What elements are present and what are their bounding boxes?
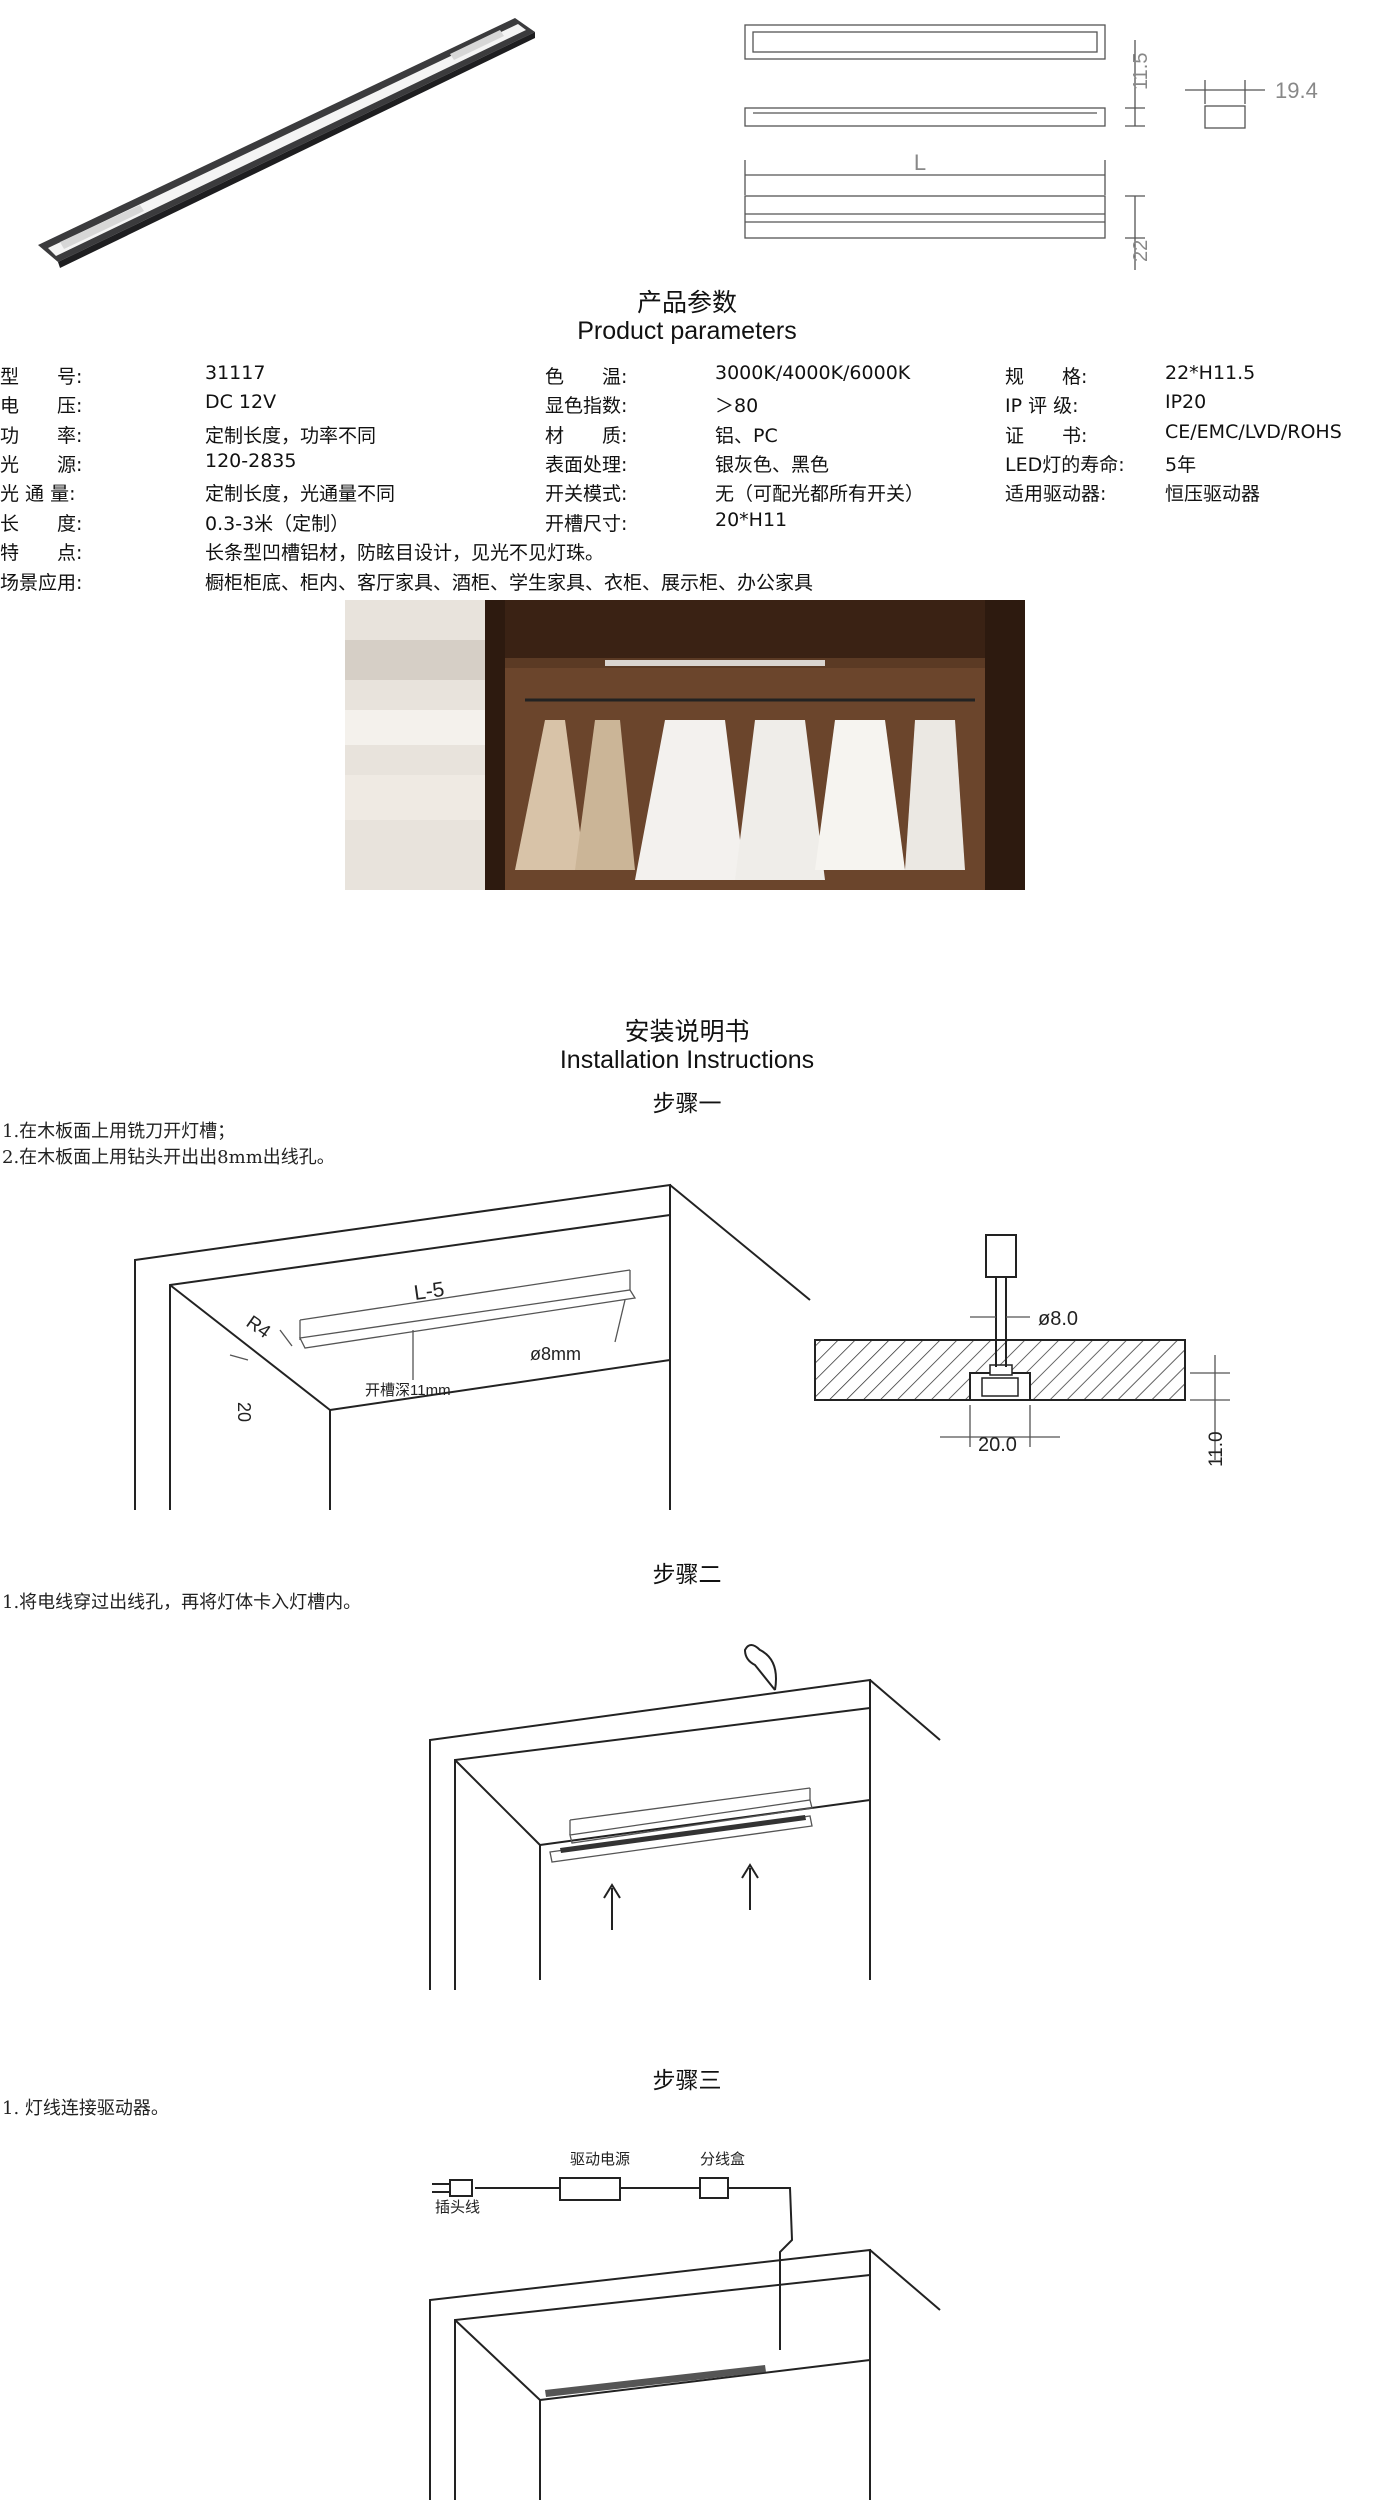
label-depth: 开槽深11mm <box>365 1382 451 1399</box>
param-row: IP 评 级: IP20 <box>1005 391 1374 417</box>
step2-cabinet-drawing <box>429 1644 941 1990</box>
param-row: 显色指数: ＞80 <box>545 391 1035 417</box>
step3-wiring-drawing: 驱动电源 分线盒 插头线 <box>429 2151 941 2500</box>
param-row: 功 率: 定制长度，功率不同 <box>0 421 525 447</box>
label-slot-h: 11.0 <box>1206 1431 1227 1467</box>
param-label: 长 度: <box>0 512 83 535</box>
label-r4: R4 <box>242 1312 274 1343</box>
section-title-cn: 产品参数 <box>636 288 737 317</box>
label-driver: 驱动电源 <box>570 2151 630 2168</box>
param-row: 开关模式: 无（可配光都所有开关） <box>545 479 1035 505</box>
param-label: 表面处理: <box>545 453 628 476</box>
param-value: DC 12V <box>205 391 277 414</box>
param-value: 5年 <box>1165 453 1197 476</box>
applications-row: 场景应用: 橱柜柜底、柜内、客厅家具、酒柜、学生家具、衣柜、展示柜、办公家具 <box>0 568 1374 594</box>
param-value: 无（可配光都所有开关） <box>715 483 925 506</box>
step1-cabinet-drawing: L-5 R4 ø8mm 开槽深11mm 20 <box>134 1183 811 1510</box>
param-value: 恒压驱动器 <box>1165 483 1261 506</box>
step1-section-drawing: ø8.0 20.0 11.0 <box>814 1234 1230 1467</box>
param-value: 0.3-3米（定制） <box>205 512 350 535</box>
step2-title: 步骤二 <box>652 1562 722 1588</box>
label-hole: ø8mm <box>530 1344 581 1364</box>
param-value: 定制长度，功率不同 <box>205 424 377 447</box>
param-value: 120-2835 <box>205 449 297 472</box>
section-title-en: Product parameters <box>577 317 797 345</box>
param-label: 开槽尺寸: <box>545 512 628 535</box>
wardrobe-photo <box>345 600 1025 890</box>
step2-note-1: 1.将电线穿过出线孔，再将灯体卡入灯槽内。 <box>2 1592 362 1613</box>
install-title-cn: 安装说明书 <box>624 1017 750 1046</box>
param-value: 20*H11 <box>715 508 788 531</box>
param-value: 定制长度，光通量不同 <box>205 483 396 506</box>
param-row: 表面处理: 银灰色、黑色 <box>545 450 1035 476</box>
param-row: 光 源: 120-2835 <box>0 450 525 476</box>
param-label: LED灯的寿命: <box>1005 453 1125 476</box>
param-label: 适用驱动器: <box>1005 483 1107 506</box>
label-junction: 分线盒 <box>700 2151 745 2168</box>
param-row: 色 温: 3000K/4000K/6000K <box>545 362 1035 388</box>
features-row: 特 点: 长条型凹槽铝材，防眩目设计，见光不见灯珠。 <box>0 538 1374 564</box>
step1-note-2: 2.在木板面上用钻头开出出8mm出线孔。 <box>2 1147 335 1168</box>
param-value: 22*H11.5 <box>1165 362 1256 384</box>
install-title-en: Installation Instructions <box>559 1046 815 1074</box>
step3-title: 步骤三 <box>652 2068 722 2094</box>
param-row: 开槽尺寸: 20*H11 <box>545 509 1035 535</box>
param-value: 3000K/4000K/6000K <box>715 362 911 384</box>
label-dia: ø8.0 <box>1038 1308 1078 1330</box>
param-value: IP20 <box>1165 391 1207 414</box>
param-label: 型 号: <box>0 366 83 388</box>
param-row: 型 号: 31117 <box>0 362 525 388</box>
param-label: 材 质: <box>545 424 628 447</box>
param-row: 长 度: 0.3-3米（定制） <box>0 509 525 535</box>
product-photo <box>38 18 535 268</box>
length-dim: L <box>914 150 926 175</box>
height-dim: 11.5 <box>1130 53 1152 90</box>
label-edge: 20 <box>234 1402 254 1422</box>
features-value: 长条型凹槽铝材，防眩目设计，见光不见灯珠。 <box>205 542 605 564</box>
dimension-drawing: 11.5 19.4 L 22 <box>744 24 1318 270</box>
label-plug: 插头线 <box>435 2199 480 2216</box>
param-row: 电 压: DC 12V <box>0 391 525 417</box>
param-row: 材 质: 铝、PC <box>545 421 1035 447</box>
depth-dim: 22 <box>1130 240 1152 262</box>
param-label: 证 书: <box>1005 424 1088 447</box>
label-l5: L-5 <box>412 1278 445 1305</box>
param-value: 银灰色、黑色 <box>715 453 830 476</box>
param-value: 铝、PC <box>715 424 778 447</box>
step3-note-1: 1. 灯线连接驱动器。 <box>2 2098 169 2119</box>
param-row: 证 书: CE/EMC/LVD/ROHS <box>1005 421 1374 447</box>
features-label: 特 点: <box>0 542 83 564</box>
param-label: IP 评 级: <box>1005 395 1079 418</box>
param-label: 色 温: <box>545 366 628 388</box>
applications-value: 橱柜柜底、柜内、客厅家具、酒柜、学生家具、衣柜、展示柜、办公家具 <box>205 572 814 594</box>
width-dim: 19.4 <box>1275 78 1318 103</box>
param-row: LED灯的寿命: 5年 <box>1005 450 1374 476</box>
param-value: ＞80 <box>715 395 759 418</box>
param-row: 光 通 量: 定制长度，光通量不同 <box>0 479 525 505</box>
param-label: 功 率: <box>0 424 83 447</box>
param-value: 31117 <box>205 362 266 384</box>
step1-note-1: 1.在木板面上用铣刀开灯槽； <box>2 1121 236 1142</box>
param-label: 显色指数: <box>545 395 628 418</box>
step1-title: 步骤一 <box>652 1091 722 1117</box>
param-row: 规 格: 22*H11.5 <box>1005 362 1374 388</box>
label-slot-w: 20.0 <box>978 1434 1017 1456</box>
param-label: 规 格: <box>1005 366 1088 388</box>
param-label: 电 压: <box>0 395 83 418</box>
param-row: 适用驱动器: 恒压驱动器 <box>1005 479 1374 505</box>
param-label: 光 源: <box>0 453 83 476</box>
applications-label: 场景应用: <box>0 572 83 594</box>
param-label: 光 通 量: <box>0 483 76 506</box>
param-value: CE/EMC/LVD/ROHS <box>1165 420 1342 443</box>
param-label: 开关模式: <box>545 483 628 506</box>
